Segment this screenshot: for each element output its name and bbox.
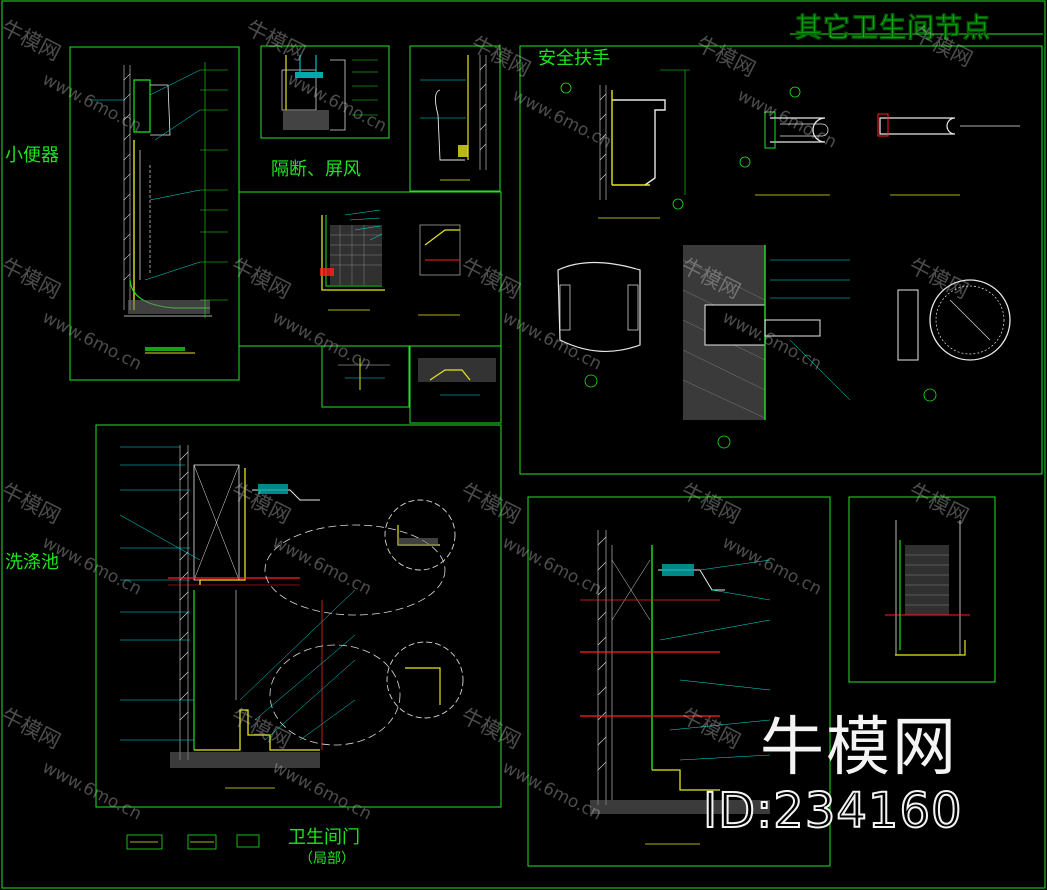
legend-boxes	[126, 834, 260, 850]
panel-partition-b	[409, 45, 501, 192]
panel-partition-c	[238, 191, 502, 347]
watermark-logo: 牛模网	[760, 711, 958, 785]
panel-small-1	[321, 345, 410, 408]
panel-wash-basin	[95, 424, 502, 808]
panel-right-elevation	[848, 496, 996, 683]
panel-small-2	[409, 345, 502, 424]
section-label-partition: 隔断、屏风	[271, 159, 361, 180]
sheet-title: 其它卫生间节点	[795, 13, 991, 45]
section-label-handrail: 安全扶手	[538, 48, 610, 69]
panel-urinal	[69, 46, 240, 381]
section-label-urinal: 小便器	[5, 145, 59, 166]
panel-partition-a	[260, 45, 390, 139]
section-label-wash-basin: 洗涤池	[5, 552, 59, 573]
watermark-id: ID:234160	[702, 782, 963, 840]
panel-handrail	[519, 45, 1043, 475]
panel-node-detail	[527, 496, 831, 867]
section-label-door: 卫生间门	[288, 827, 360, 848]
section-label-door-sub: （局部）	[299, 851, 355, 867]
